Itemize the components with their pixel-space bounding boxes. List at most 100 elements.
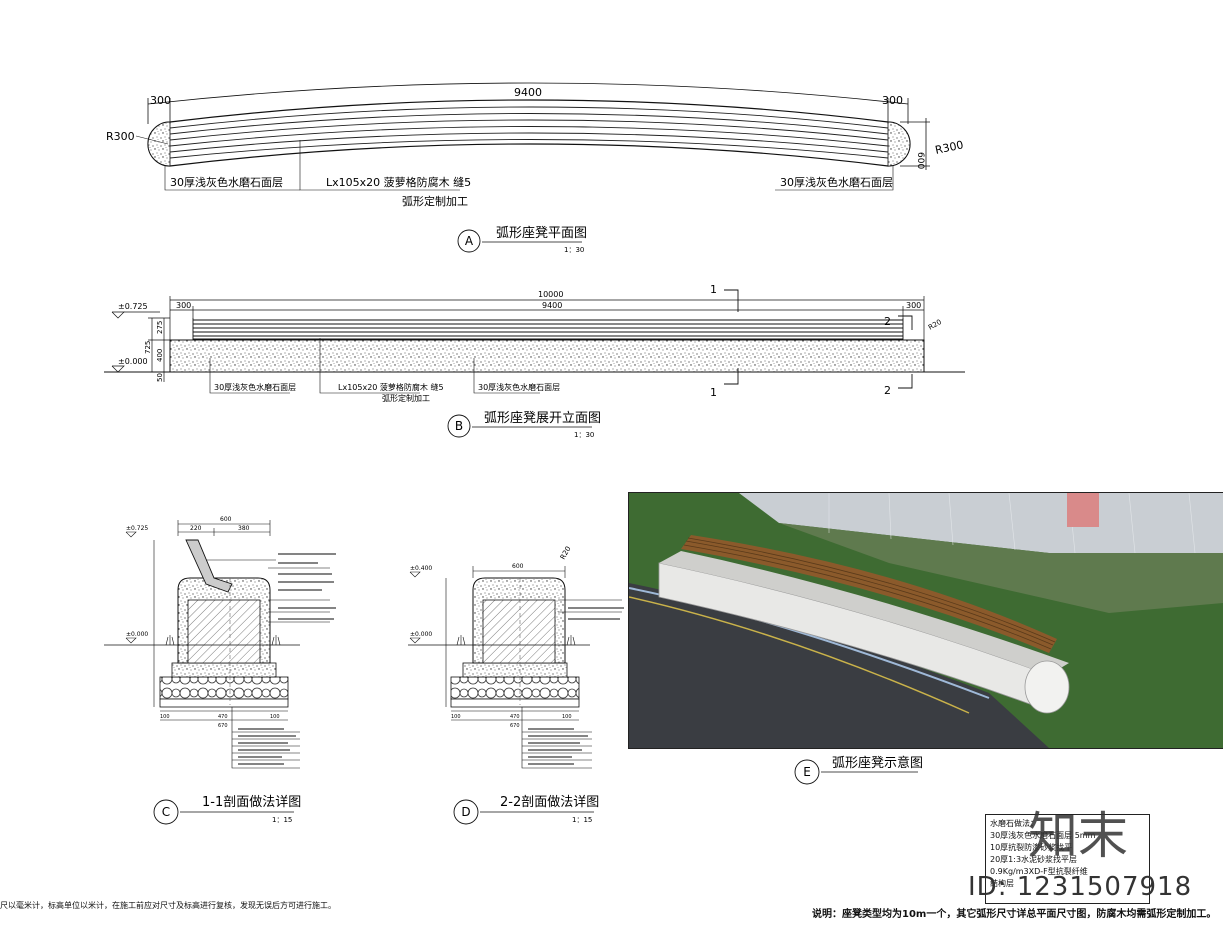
section1-core xyxy=(187,599,261,664)
plan-end-cap-left xyxy=(147,121,171,167)
section2-footing xyxy=(462,662,568,678)
plan-radius-right: R300 xyxy=(934,138,965,157)
elevation-level-ground: ±0.000 xyxy=(118,357,148,366)
elevation-h-50: 50 xyxy=(156,373,164,382)
explanation-note: 说明：座凳类型均为10m一个，其它弧形尺寸详总平面尺寸图，防腐木均需弧形定制加工… xyxy=(812,909,1217,920)
elevation-cut2-top: 2 xyxy=(884,315,891,328)
section2-bottom-total: 670 xyxy=(510,723,520,729)
section2-title: 2-2剖面做法详图 xyxy=(500,795,599,810)
section2-scale: 1：15 xyxy=(572,816,592,824)
elevation-wood-slats xyxy=(192,318,904,340)
elevation-h-400: 400 xyxy=(156,349,164,362)
notes-line-3: 10厚抗裂防渗砂浆找平 xyxy=(990,843,1073,852)
brand-logo: 知末 xyxy=(1028,807,1128,865)
section1-bottom-dim-2: 470 xyxy=(218,714,228,720)
elevation-cut1-bottom: 1 xyxy=(710,386,717,399)
elevation-dim-overall: 10000 xyxy=(538,290,563,299)
section1-title-marker-letter: C xyxy=(162,805,170,819)
plan-dimension-line xyxy=(147,82,930,170)
elevation-h-275: 275 xyxy=(156,321,164,334)
plan-label-right: 30厚浅灰色水磨石面层 xyxy=(780,175,893,189)
plan-dim-right: 300 xyxy=(882,94,903,107)
elevation-dim-right: 300 xyxy=(906,301,921,310)
render-title-group: E 弧形座凳示意图 xyxy=(794,755,923,785)
plan-radius-left: R300 xyxy=(106,130,135,143)
elevation-base xyxy=(169,339,925,373)
elevation-leaders xyxy=(209,338,540,394)
section1-dim-b: 380 xyxy=(238,525,250,532)
elevation-label-left: 30厚浅灰色水磨石面层 xyxy=(214,382,296,392)
elevation-dim-mid: 9400 xyxy=(542,301,562,310)
section2-dims xyxy=(409,566,622,769)
section1-bottom-dim-3: 100 xyxy=(270,714,280,720)
section1-title-marker xyxy=(153,799,179,825)
plan-scale: 1：30 xyxy=(564,246,584,254)
plan-title-marker-letter: A xyxy=(465,234,474,248)
notes-line-2: 30厚浅灰色水磨石面层 5mm xyxy=(990,831,1096,840)
section1-base-layer xyxy=(159,698,289,708)
render-scene xyxy=(629,493,1223,748)
brand-id: ID: 1231507918 xyxy=(968,872,1193,902)
render-title-marker-letter: E xyxy=(803,765,811,779)
section1-scale: 1：15 xyxy=(272,816,292,824)
elevation-view: ±0.725 ±0.000 10000 300 9400 300 725 275… xyxy=(104,283,965,439)
elevation-level-top: ±0.725 xyxy=(118,302,148,311)
elevation-title-marker-letter: B xyxy=(455,419,463,433)
section2-grass xyxy=(456,635,576,646)
elevation-cut1-top: 1 xyxy=(710,283,717,296)
elevation-label-wood: Lx105x20 菠萝格防腐木 缝5 xyxy=(338,382,444,392)
plan-label-wood: Lx105x20 菠萝格防腐木 缝5 xyxy=(326,175,471,189)
section1-dims xyxy=(125,520,330,769)
plan-end-cap-right xyxy=(887,121,911,167)
section1-width: 600 xyxy=(220,516,232,523)
section1-gravel-layer xyxy=(159,676,289,700)
section1-bottom-total: 670 xyxy=(218,723,228,729)
notes-line-4: 20厚1:3水泥砂浆找平层 xyxy=(990,855,1078,864)
elevation-dimensions xyxy=(111,296,925,382)
section1-layer-notes xyxy=(238,553,336,765)
elevation-label-right: 30厚浅灰色水磨石面层 xyxy=(478,382,560,392)
notes-line-1: 水磨石做法： xyxy=(990,819,1038,828)
plan-title-marker xyxy=(457,229,481,253)
section2-title-marker xyxy=(453,799,479,825)
section1-level-top: ±0.725 xyxy=(126,525,148,532)
plan-dim-left: 300 xyxy=(150,94,171,107)
elevation-radius: R20 xyxy=(927,318,943,332)
section1-bottom-dim-1: 100 xyxy=(160,714,170,720)
plan-title: 弧形座凳平面图 xyxy=(496,225,587,241)
plan-leaders xyxy=(164,140,894,191)
section2-level-ground: ±0.000 xyxy=(410,631,432,638)
section1-dim-a: 220 xyxy=(190,525,202,532)
plan-label-arc: 弧形定制加工 xyxy=(402,194,468,208)
elevation-h-725: 725 xyxy=(144,341,152,354)
section1-grass xyxy=(165,635,281,646)
section2-layer-notes xyxy=(528,607,624,765)
section1-footing xyxy=(171,662,277,678)
section2-radius: R20 xyxy=(559,545,573,561)
section2-width: 600 xyxy=(512,563,524,570)
section1-backrest xyxy=(185,539,233,593)
section2-core xyxy=(482,599,556,664)
section-1-1: ±0.725 ±0.000 600 220 380 100 470 100 67… xyxy=(104,516,336,825)
elevation-dim-left: 300 xyxy=(176,301,191,310)
render-title: 弧形座凳示意图 xyxy=(832,755,923,771)
plan-view: 300 9400 300 R300 600 R300 30厚浅灰色水磨石面层 L… xyxy=(106,82,965,254)
elevation-title: 弧形座凳展开立面图 xyxy=(484,410,601,426)
section2-bottom-dim-2: 470 xyxy=(510,714,520,720)
elevation-scale: 1：30 xyxy=(574,431,594,439)
section2-base-layer xyxy=(450,698,580,708)
section2-bottom-dim-1: 100 xyxy=(451,714,461,720)
section-2-2: ±0.400 ±0.000 600 R20 100 470 100 670 D … xyxy=(408,545,624,825)
material-notes: 水磨石做法： 30厚浅灰色水磨石面层 5mm 10厚抗裂防渗砂浆找平 20厚1:… xyxy=(985,814,1150,904)
construction-note: 尺以毫米计，标高单位以米计，在施工前应对尺寸及标高进行复核，发现无误后方可进行施… xyxy=(0,901,336,910)
plan-label-left: 30厚浅灰色水磨石面层 xyxy=(170,175,283,189)
render-illustration xyxy=(628,492,1223,749)
notes-line-5: 0.9Kg/m3XD-F型抗裂纤维 xyxy=(990,867,1088,876)
section2-title-marker-letter: D xyxy=(461,805,470,819)
section2-level-top: ±0.400 xyxy=(410,565,432,572)
elevation-cut2-bottom: 2 xyxy=(884,384,891,397)
section2-gravel-layer xyxy=(450,676,580,700)
section2-bottom-dim-3: 100 xyxy=(562,714,572,720)
elevation-section-cuts xyxy=(724,289,913,389)
